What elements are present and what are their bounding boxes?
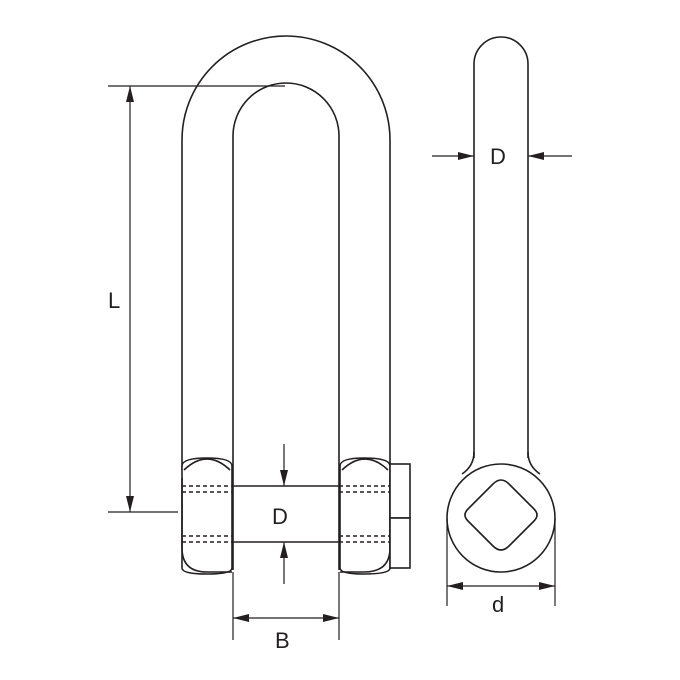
outer-diameter-label: d [492, 592, 504, 617]
pin-head-lower [389, 517, 411, 569]
pin-head-upper [389, 463, 411, 519]
outer-d-arrow-left [447, 582, 463, 590]
left-eye [181, 457, 233, 575]
dimension-outer-diameter: d [446, 518, 556, 617]
side-d-arrow-right [528, 152, 544, 160]
left-eye-cap-top [183, 458, 231, 471]
pin-diameter-front-label: D [272, 504, 288, 529]
dimension-body-diameter-side: D [432, 144, 572, 169]
length-arrow-bottom [126, 496, 134, 512]
side-d-arrow-left [458, 152, 474, 160]
shackle-side-view [446, 36, 556, 573]
width-arrow-right [323, 614, 339, 622]
dimension-length: L [108, 85, 285, 513]
dimension-width: B [232, 572, 340, 653]
shackle-outer-outline [181, 35, 391, 470]
side-square-head [464, 479, 538, 551]
side-neck-right [527, 451, 541, 475]
width-arrow-left [233, 614, 249, 622]
shackle-inner-outline [232, 82, 340, 570]
width-label: B [275, 628, 290, 653]
right-eye [339, 457, 391, 575]
length-arrow-top [126, 86, 134, 102]
body-diameter-side-label: D [490, 144, 506, 169]
side-neck [461, 451, 475, 475]
right-eye-cap-top [341, 458, 389, 471]
pin-dim-arrow-bottom [280, 542, 288, 558]
left-eye-outline [181, 478, 232, 573]
side-body-outline [473, 36, 529, 458]
pin-dim-arrow-top [280, 470, 288, 486]
outer-d-arrow-right [539, 582, 555, 590]
length-label: L [108, 288, 120, 313]
shackle-front-view [181, 35, 411, 575]
dimension-pin-diameter-front: D [272, 444, 288, 584]
